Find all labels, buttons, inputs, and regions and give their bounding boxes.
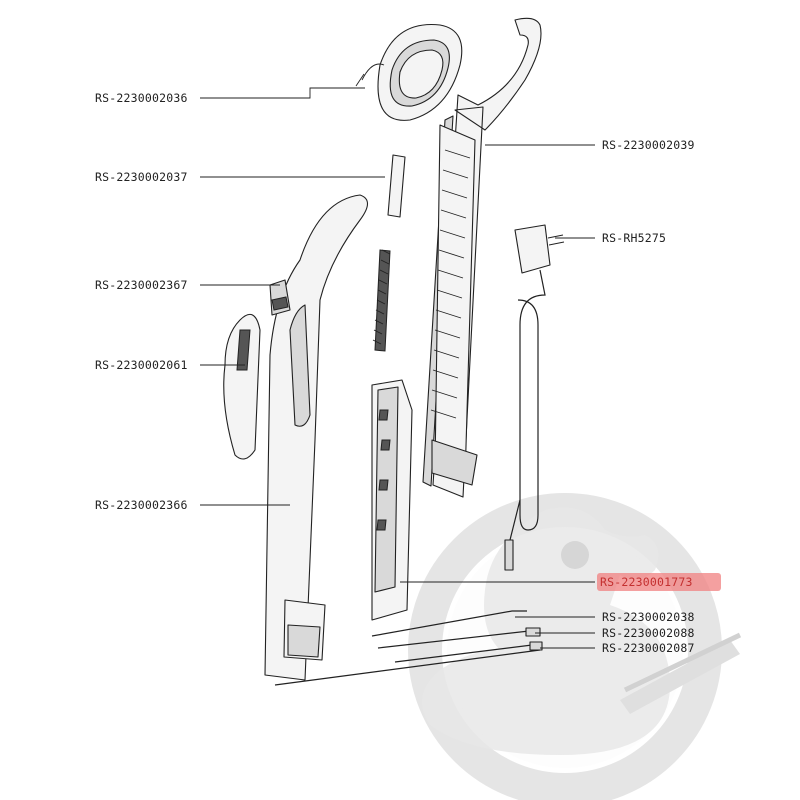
part-wire-harnesses <box>274 610 543 686</box>
callout-rs-2230002036[interactable]: RS-2230002036 <box>95 91 188 105</box>
callout-rs-2230002367[interactable]: RS-2230002367 <box>95 278 188 292</box>
callout-rs-2230001773[interactable]: RS-2230001773 <box>600 575 693 589</box>
callout-rs-2230002088[interactable]: RS-2230002088 <box>602 626 695 640</box>
callout-rs-2230002087[interactable]: RS-2230002087 <box>602 641 695 655</box>
part-charger <box>504 224 565 571</box>
leader-lines <box>200 87 595 649</box>
shell-ribs <box>430 149 471 419</box>
part-side-cover <box>223 313 261 460</box>
part-spring-strip <box>372 154 406 352</box>
highlight-box <box>597 573 721 591</box>
callout-rs-2230002037[interactable]: RS-2230002037 <box>95 170 188 184</box>
callout-labels: RS-2230002036 RS-2230002037 RS-223000236… <box>95 91 695 655</box>
part-pcb-board <box>371 379 413 621</box>
part-rear-shell <box>422 17 542 498</box>
part-clip-ring <box>355 23 463 121</box>
part-handle-body <box>264 194 369 681</box>
callout-rs-2230002038[interactable]: RS-2230002038 <box>602 610 695 624</box>
callout-rs-2230002366[interactable]: RS-2230002366 <box>95 498 188 512</box>
callout-rs-rh5275[interactable]: RS-RH5275 <box>602 231 666 245</box>
callout-rs-2230002039[interactable]: RS-2230002039 <box>602 138 695 152</box>
part-button <box>269 279 291 316</box>
callout-rs-2230002061[interactable]: RS-2230002061 <box>95 358 188 372</box>
